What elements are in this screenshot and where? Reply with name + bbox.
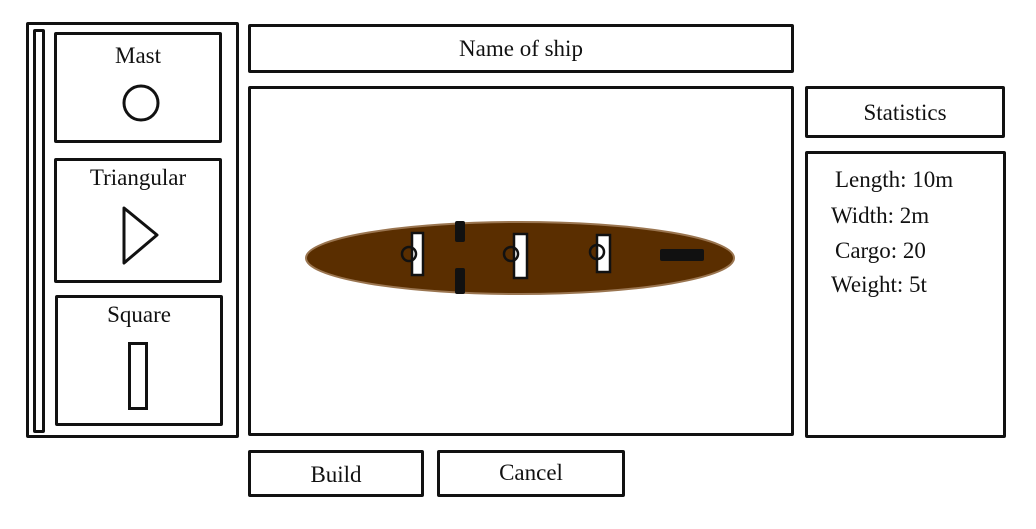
stat-cargo: Cargo: 20 — [835, 238, 926, 263]
stat-length: Length: 10m — [835, 167, 954, 192]
stat-weight: Weight: 5t — [831, 272, 927, 297]
ship-drawing — [305, 221, 735, 295]
palette-scrollbar[interactable] — [33, 29, 45, 433]
cancel-label: Cancel — [499, 460, 563, 485]
ship-name-input[interactable]: Name of ship — [248, 24, 794, 73]
palette-item-label: Mast — [115, 43, 161, 68]
palette-item-triangular[interactable]: Triangular — [54, 158, 222, 283]
statistics-header: Statistics — [805, 86, 1005, 138]
palette-item-label: Triangular — [89, 165, 187, 190]
cancel-button[interactable]: Cancel — [437, 450, 625, 497]
triangle-icon — [122, 206, 159, 265]
statistics-title: Statistics — [863, 100, 947, 125]
ship-canvas[interactable] — [248, 86, 794, 436]
mast-3 — [588, 233, 612, 274]
statistics-panel: Length: 10m Width: 2m Cargo: 20 Weight: … — [805, 151, 1006, 438]
build-button[interactable]: Build — [248, 450, 424, 497]
ship-name-placeholder: Name of ship — [459, 36, 583, 61]
palette-item-label: Square — [107, 302, 171, 327]
rudder — [660, 249, 704, 261]
circle-icon — [122, 84, 160, 122]
build-label: Build — [310, 462, 362, 487]
mast-2 — [502, 232, 529, 280]
palette-item-mast[interactable]: Mast — [54, 32, 222, 143]
stat-width: Width: 2m — [831, 203, 930, 228]
palette-item-square[interactable]: Square — [55, 295, 223, 426]
mast-1 — [400, 231, 425, 277]
cannon-bottom — [455, 268, 465, 294]
cannon-top — [455, 221, 465, 242]
rectangle-icon — [128, 342, 148, 410]
